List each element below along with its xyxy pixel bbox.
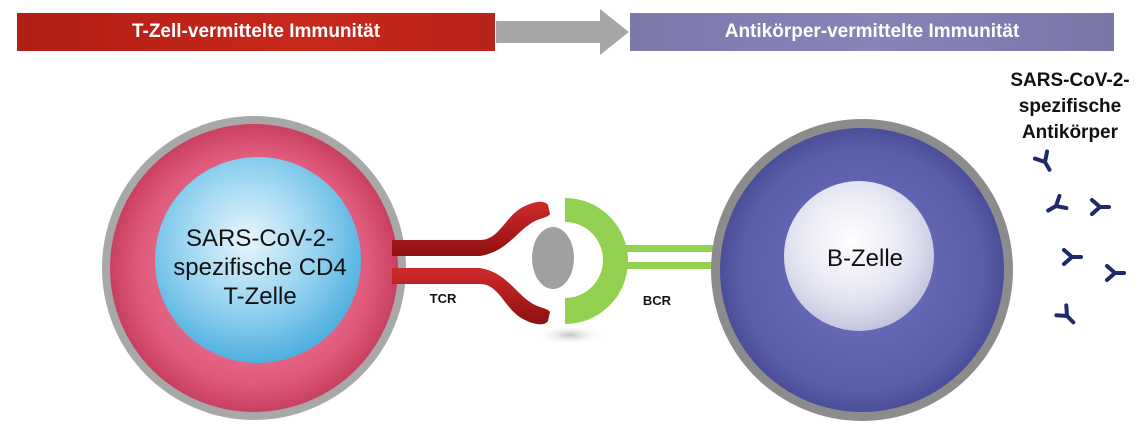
b-cell <box>711 119 1013 421</box>
antibody-label: SARS-CoV-2- spezifische Antikörper <box>995 68 1145 146</box>
antibody-icon <box>1046 193 1069 213</box>
antibody-immunity-banner: Antikörper-vermittelte Immunität <box>630 13 1114 51</box>
antibody-icons <box>1032 149 1126 325</box>
antibody-label-line-2: spezifische <box>1018 96 1122 117</box>
bcr-label: BCR <box>642 293 672 308</box>
antibody-icon <box>1054 303 1076 325</box>
t-cell <box>102 116 406 420</box>
antigen <box>532 227 574 289</box>
antigen-shadow <box>536 325 604 345</box>
antibody-icon <box>1105 264 1126 282</box>
t-cell-label-line-3: T-Zelle <box>223 283 297 310</box>
t-cell-label: SARS-CoV-2- spezifische CD4 T-Zelle <box>160 224 360 311</box>
antibody-immunity-banner-text: Antikörper-vermittelte Immunität <box>724 21 1020 42</box>
progression-arrow <box>496 9 629 55</box>
t-cell-immunity-banner-text: T-Zell-vermittelte Immunität <box>131 21 381 42</box>
tcr-label: TCR <box>429 291 457 306</box>
tcr-receptor <box>392 201 550 325</box>
antibody-label-line-1: SARS-CoV-2- <box>1010 70 1130 91</box>
bcr-receptor <box>565 198 744 324</box>
t-cell-label-line-2: spezifische CD4 <box>173 254 347 281</box>
antibody-icon <box>1062 248 1083 266</box>
antibody-label-line-3: Antikörper <box>1021 122 1119 143</box>
t-cell-label-line-1: SARS-CoV-2- <box>185 225 335 252</box>
t-cell-immunity-banner: T-Zell-vermittelte Immunität <box>17 13 495 51</box>
antibody-icon <box>1032 149 1052 172</box>
antibody-icon <box>1090 198 1111 216</box>
b-cell-label: B-Zelle <box>826 245 904 272</box>
